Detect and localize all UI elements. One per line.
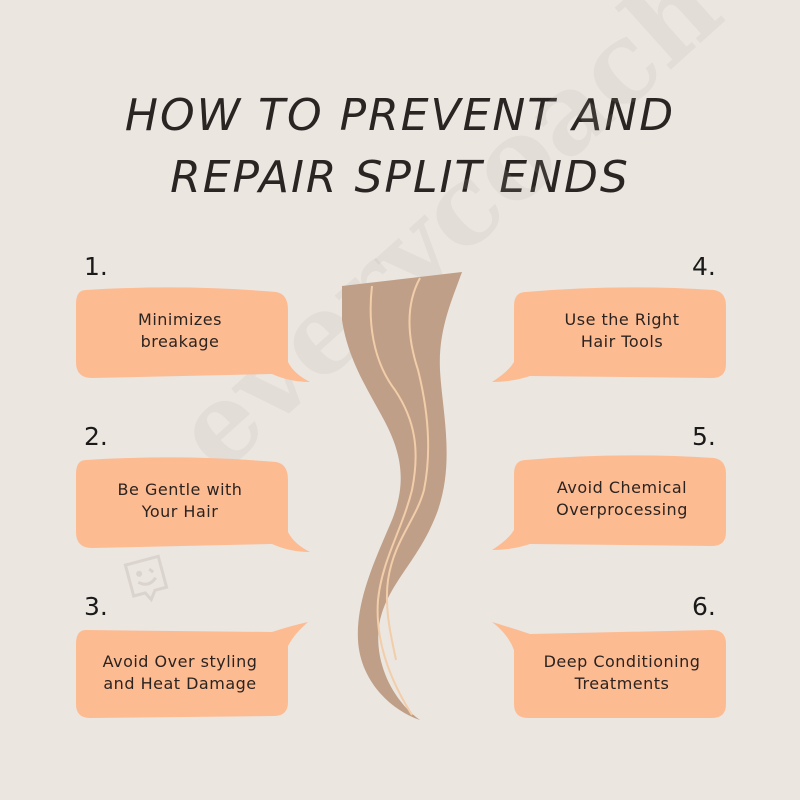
tip-number-6: 6.: [692, 592, 716, 621]
speech-bubble-shape: [492, 455, 726, 550]
tip-text-line-1: Use the Right: [564, 310, 680, 329]
tip-bubble-2: Be Gentle with Your Hair: [72, 456, 312, 556]
tip-text-line-1: Be Gentle with: [117, 480, 243, 499]
smiley-chat-icon: [123, 554, 169, 603]
tip-bubble-6: Deep Conditioning Treatments: [490, 622, 730, 722]
tip-bubble-5: Avoid Chemical Overprocessing: [490, 454, 730, 554]
tip-text-line-2: Your Hair: [141, 502, 219, 521]
tip-text-line-2: Hair Tools: [580, 332, 664, 351]
page-title: HOW TO PREVENT AND REPAIR SPLIT ENDS: [0, 85, 800, 209]
tip-text-line-2: Overprocessing: [556, 500, 688, 519]
hair-strand-illustration: [342, 272, 462, 720]
speech-bubble-shape: [492, 622, 726, 718]
tip-number-4: 4.: [692, 252, 716, 281]
tip-text-line-1: Avoid Chemical: [556, 478, 688, 497]
title-line-1: HOW TO PREVENT AND: [124, 90, 676, 141]
tip-text-line-1: Deep Conditioning: [543, 652, 701, 671]
tip-text-line-2: breakage: [140, 332, 220, 351]
tip-number-5: 5.: [692, 422, 716, 451]
tip-text-line-1: Minimizes: [138, 310, 222, 329]
tip-number-3: 3.: [84, 592, 108, 621]
title-line-2: REPAIR SPLIT ENDS: [170, 152, 630, 203]
tip-bubble-4: Use the Right Hair Tools: [490, 286, 730, 386]
speech-bubble-shape: [76, 457, 310, 552]
tip-text-line-1: Avoid Over styling: [102, 652, 258, 671]
speech-bubble-shape: [76, 287, 310, 382]
tip-number-2: 2.: [84, 422, 108, 451]
tip-text-line-2: and Heat Damage: [103, 674, 257, 693]
speech-bubble-shape: [76, 622, 308, 718]
speech-bubble-shape: [492, 287, 726, 382]
tip-bubble-1: Minimizes breakage: [72, 286, 312, 386]
tip-text-line-2: Treatments: [574, 674, 670, 693]
tip-number-1: 1.: [84, 252, 108, 281]
tip-bubble-3: Avoid Over styling and Heat Damage: [72, 622, 312, 722]
